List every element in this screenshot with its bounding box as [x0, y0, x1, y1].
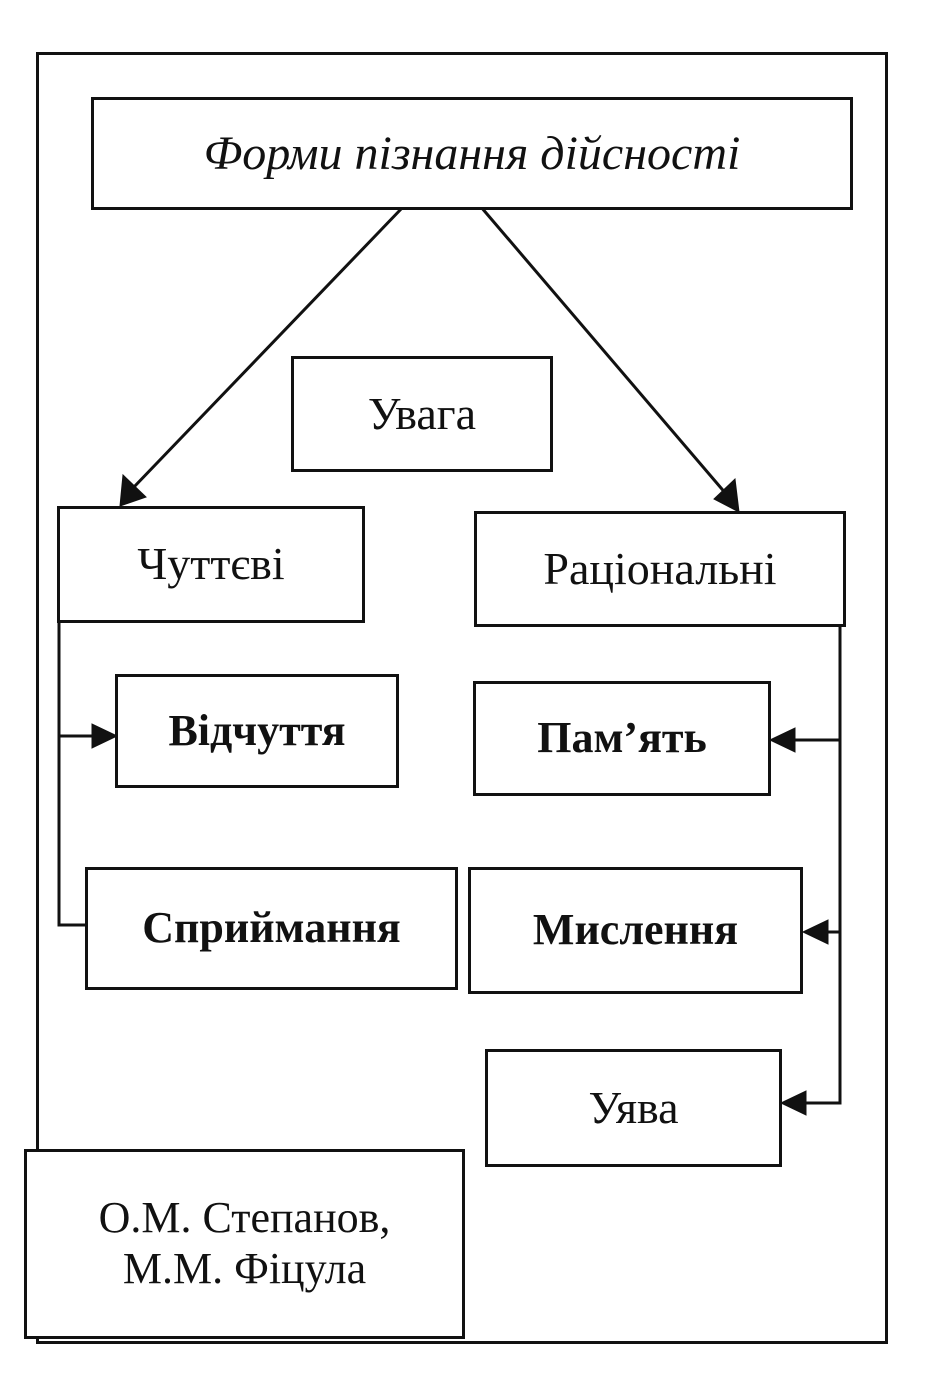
arrowhead-sensory	[119, 473, 147, 507]
rational-label: Раціональні	[543, 542, 777, 594]
arrow-title-to-sensory	[131, 205, 405, 490]
sensation-label: Відчуття	[168, 705, 346, 755]
perception-label: Сприймання	[142, 903, 401, 953]
diagram-title: Форми пізнання дійсності	[203, 126, 741, 180]
sensory-box: Чуттєві	[57, 506, 365, 623]
perception-box: Сприймання	[85, 867, 458, 990]
authors-box: О.М. Степанов, М.М. Фіцула	[24, 1149, 465, 1339]
author-line-1: О.М. Степанов,	[98, 1193, 391, 1243]
attention-label: Увага	[367, 387, 477, 439]
thinking-label: Мислення	[532, 905, 739, 955]
arrowhead-rational	[713, 477, 740, 513]
arrow-title-to-rational	[479, 206, 729, 496]
arrowhead-memory	[768, 727, 796, 753]
author-line-2: М.М. Фіцула	[122, 1244, 367, 1293]
imagination-label: Уява	[588, 1081, 679, 1133]
imagination-box: Уява	[485, 1049, 782, 1167]
title-box: Форми пізнання дійсності	[91, 97, 853, 210]
sensory-label: Чуттєві	[137, 538, 285, 590]
memory-box: Пам’ять	[473, 681, 771, 796]
rational-box: Раціональні	[474, 511, 846, 627]
arrowhead-thinking	[801, 919, 829, 945]
arrowhead-sensation	[91, 723, 119, 749]
attention-box: Увага	[291, 356, 553, 472]
diagram-frame	[36, 52, 888, 1344]
rational-branch-line	[806, 624, 842, 1105]
sensation-box: Відчуття	[115, 674, 399, 788]
sensory-branch-line	[57, 620, 88, 927]
arrowhead-imagination	[779, 1090, 807, 1116]
thinking-box: Мислення	[468, 867, 803, 994]
memory-label: Пам’ять	[537, 713, 707, 763]
